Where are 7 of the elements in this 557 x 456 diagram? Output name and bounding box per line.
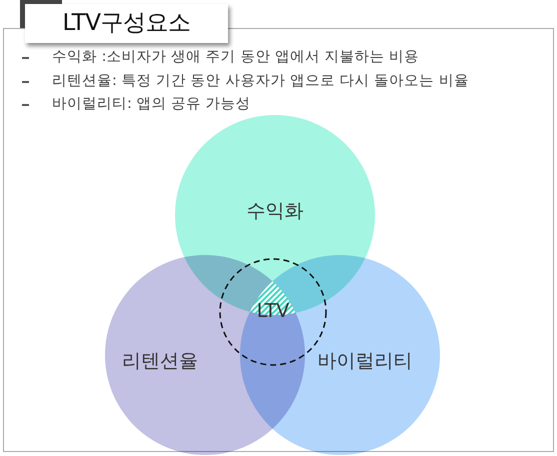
circle-label: 수익화 — [246, 199, 304, 224]
bullet-text: 리텐션율: 특정 기간 동안 사용자가 앱으로 다시 돌아오는 비율 — [52, 72, 469, 90]
bullet-text: 바이럴리티: 앱의 공유 가능성 — [52, 95, 251, 113]
title-box: LTV구성요소 — [25, 4, 228, 43]
circle-label: 바이럴리티 — [316, 349, 414, 374]
circle-label: 리텐션율 — [121, 349, 199, 374]
bullet-text: 수익화 :소비자가 생애 주기 동안 앱에서 지불하는 비용 — [52, 48, 420, 66]
